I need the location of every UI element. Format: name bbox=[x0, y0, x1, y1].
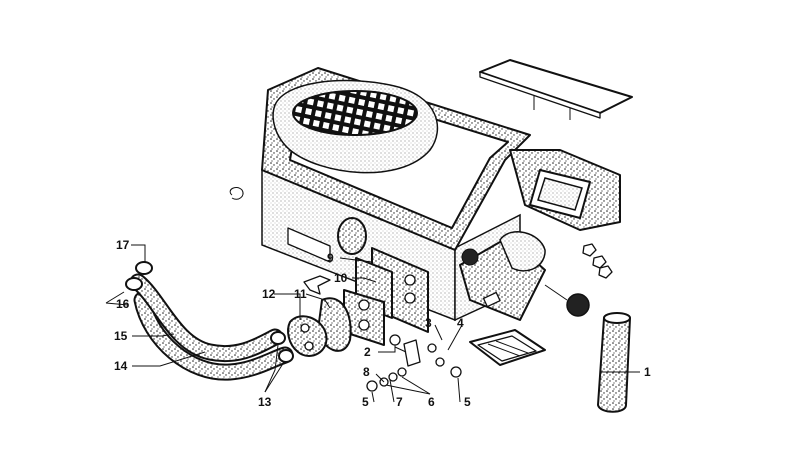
hose-clips bbox=[125, 261, 294, 363]
hex-nut-set bbox=[582, 243, 613, 279]
heater-housing bbox=[261, 67, 531, 322]
spring-clip bbox=[229, 187, 244, 200]
wing-bracket bbox=[303, 275, 331, 295]
callout-15: 15 bbox=[114, 329, 128, 343]
callout-17: 17 bbox=[116, 238, 130, 252]
callout-7: 7 bbox=[396, 395, 403, 409]
callout-16: 16 bbox=[116, 297, 130, 311]
air-inlet-tube bbox=[597, 312, 631, 413]
callout-14: 14 bbox=[114, 359, 128, 373]
callout-5-right: 5 bbox=[464, 395, 471, 409]
heater-hose-15 bbox=[129, 273, 284, 363]
callout-6: 6 bbox=[428, 395, 435, 409]
outlet-elbow bbox=[459, 231, 590, 321]
callout-4: 4 bbox=[457, 316, 464, 330]
drain-tray bbox=[469, 329, 546, 366]
callout-5-left: 5 bbox=[362, 395, 369, 409]
callout-3: 3 bbox=[425, 316, 432, 330]
callout-1: 1 bbox=[644, 365, 651, 379]
callout-13: 13 bbox=[258, 395, 272, 409]
leader-lines bbox=[105, 244, 640, 403]
callout-12: 12 bbox=[262, 287, 276, 301]
callout-11: 11 bbox=[294, 287, 307, 301]
callout-9: 9 bbox=[327, 251, 334, 265]
callout-labels: 1 2 3 4 5 5 6 7 8 9 10 11 12 13 14 15 16… bbox=[114, 238, 651, 409]
heater-hose-14 bbox=[133, 291, 294, 381]
callout-2: 2 bbox=[364, 345, 371, 359]
callout-8: 8 bbox=[363, 365, 370, 379]
air-duct bbox=[509, 149, 621, 231]
callout-10: 10 bbox=[334, 271, 348, 285]
spacer-block-11 bbox=[317, 289, 385, 352]
filter-cover-plate bbox=[479, 59, 633, 120]
clamp-bracket bbox=[389, 334, 462, 378]
flange-plate-12 bbox=[287, 315, 328, 357]
